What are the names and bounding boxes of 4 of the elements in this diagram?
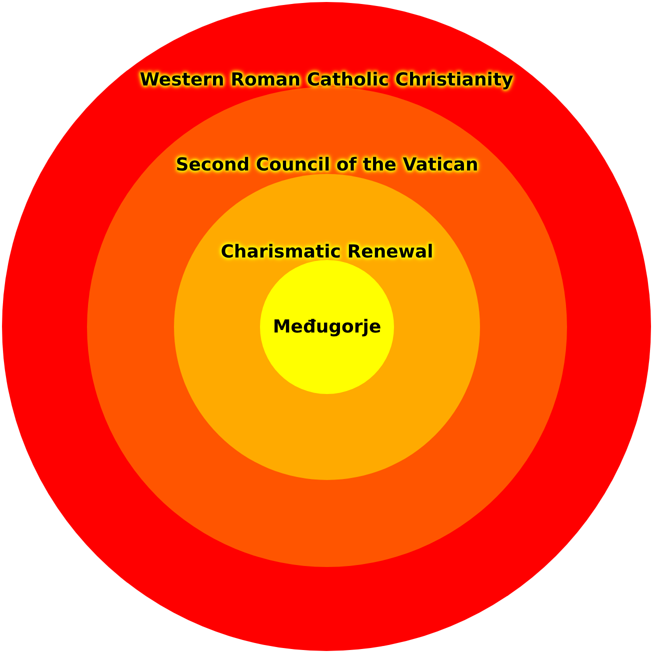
circle-label: Međugorje [272,316,382,338]
circle-label: Charismatic Renewal [220,242,434,262]
circle-label: Western Roman Catholic Christianity [140,70,514,90]
circle-label: Second Council of the Vatican [176,154,478,176]
